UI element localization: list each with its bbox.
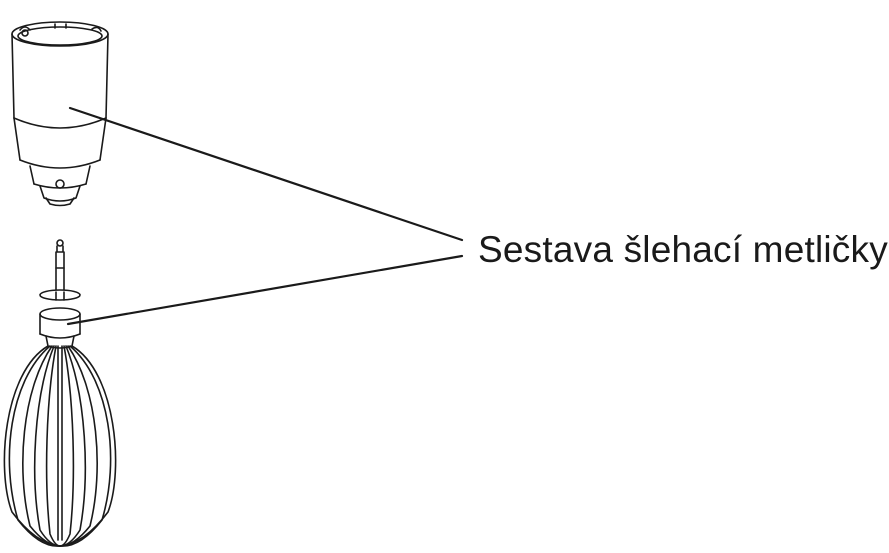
leader-line-upper xyxy=(68,106,464,242)
balloon-whisk-icon xyxy=(3,239,117,547)
whisk-gearbox-icon xyxy=(11,21,109,207)
leader-lines xyxy=(66,106,464,326)
callout-label: Sestava šlehací metličky xyxy=(478,229,888,270)
leader-line-lower xyxy=(66,254,464,326)
